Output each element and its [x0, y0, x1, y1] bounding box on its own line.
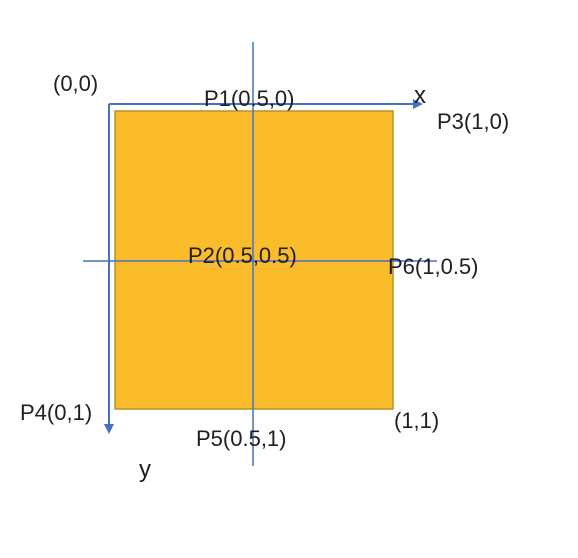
y-axis-label: y [139, 456, 151, 483]
point-p5-label: P5(0.5,1) [196, 426, 287, 451]
point-p4-label: P4(0,1) [20, 400, 92, 425]
x-axis-label: x [414, 82, 426, 109]
unit-square [114, 110, 394, 410]
origin-label: (0,0) [53, 71, 98, 96]
point-p1-label: P1(0.5,0) [204, 86, 295, 111]
bottom-right-corner-label: (1,1) [394, 408, 439, 433]
point-p3-label: P3(1,0) [437, 109, 509, 134]
point-p6-label: P6(1,0.5) [388, 254, 479, 279]
point-p2-label: P2(0.5,0.5) [188, 243, 297, 268]
